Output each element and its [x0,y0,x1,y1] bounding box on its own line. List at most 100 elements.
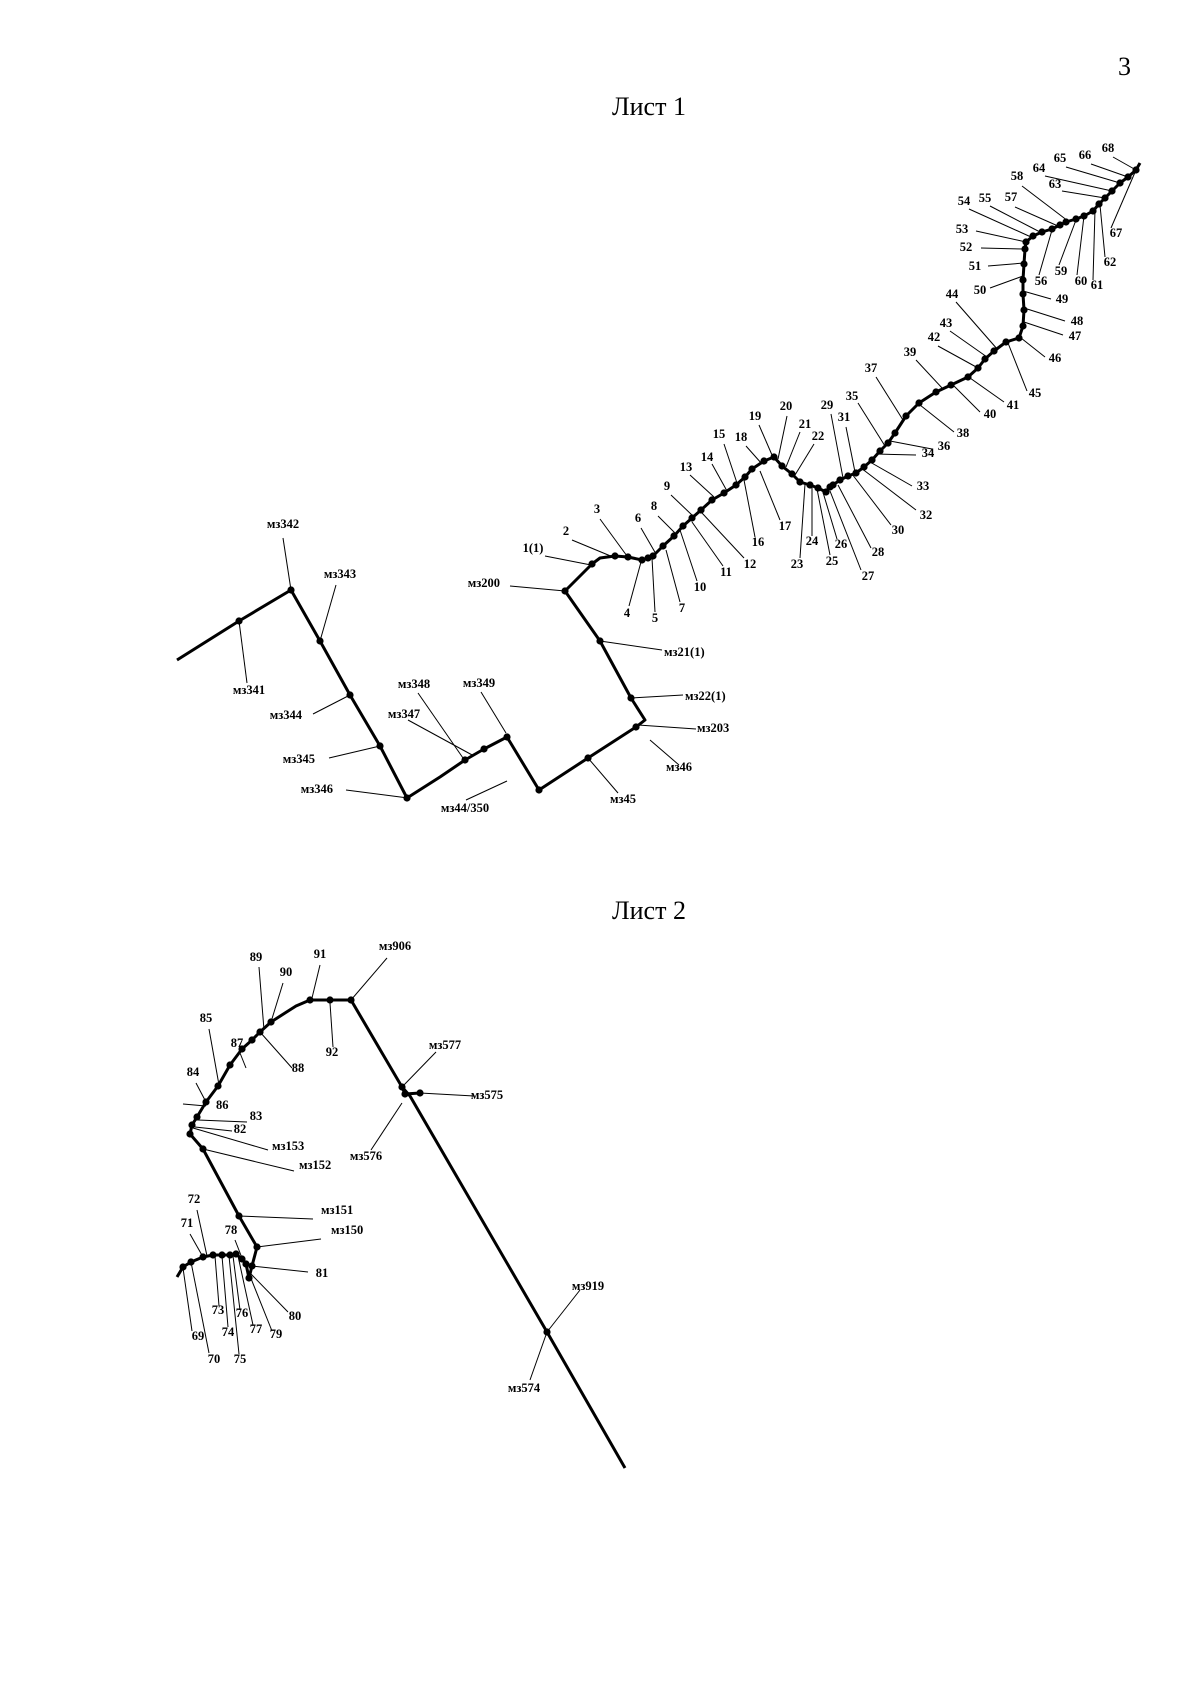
sheet1-node [627,694,635,702]
label-79: 79 [270,1327,283,1341]
leader-68 [1112,156,1137,171]
leader-29 [830,413,844,479]
label-92: 92 [326,1045,339,1059]
leader-91 [311,964,321,999]
sheet2-node [401,1090,409,1098]
leader-мз906 [350,957,388,1001]
label-58: 58 [1011,169,1024,183]
sheet2-node [199,1253,207,1261]
leader-18 [745,445,763,465]
leader-11 [691,521,724,567]
sheet1-node [760,457,768,465]
sheet1-node [561,587,569,595]
leader-12 [701,512,745,559]
label-52: 52 [960,240,973,254]
leader-61 [1092,209,1096,281]
label-11: 11 [720,565,732,579]
leader-40 [952,384,981,413]
label-71: 71 [181,1216,194,1230]
leader-17 [759,470,781,521]
sheet1-node [1029,232,1037,240]
leader-52 [980,247,1025,250]
label-13: 13 [680,460,693,474]
leader-85 [208,1028,220,1086]
sheet1-node [868,456,876,464]
label-81: 81 [316,1266,329,1280]
sheet1-node [624,553,632,561]
sheet2-labels: 6970717273747576777879808182838485868788… [181,939,604,1395]
leader-46 [1020,337,1046,358]
sheet1-node [1124,173,1132,181]
leader-78 [234,1239,243,1259]
leader-мз341 [238,620,248,684]
leader-39 [915,359,944,390]
label-21: 21 [799,417,812,431]
sheet2-node [398,1083,406,1091]
label-7: 7 [679,601,685,615]
page-number: 3 [1118,52,1131,81]
label-мз152: мз152 [299,1158,331,1172]
label-8: 8 [651,499,657,513]
sheet2-node [202,1098,210,1106]
leader-мз345 [328,745,381,759]
label-мз349: мз349 [463,676,495,690]
label-70: 70 [208,1352,221,1366]
label-48: 48 [1071,314,1084,328]
leader-67 [1110,169,1137,229]
label-мз343: мз343 [324,567,356,581]
leader-мз153 [192,1127,269,1151]
sheet1-node [844,472,852,480]
sheet1-node [1062,218,1070,226]
leader-8 [657,515,677,535]
label-51: 51 [969,259,982,273]
leader-27 [829,490,862,571]
leader-23 [799,483,806,559]
label-61: 61 [1091,278,1104,292]
leader-28 [837,484,872,549]
leader-45 [1007,342,1028,392]
sheet2-node [218,1251,226,1259]
sheet2-network-lines [175,998,627,1469]
label-5: 5 [652,611,658,625]
leader-41 [969,377,1005,403]
label-34: 34 [922,446,935,460]
label-мз347: мз347 [388,707,420,721]
label-85: 85 [200,1011,213,1025]
label-43: 43 [940,316,953,330]
label-36: 36 [938,439,951,453]
leader-25 [816,488,831,556]
label-86: 86 [216,1098,229,1112]
sheet1-node [1056,221,1064,229]
leader-мз575 [419,1092,475,1097]
leader-58 [1021,185,1069,222]
label-мз203: мз203 [697,721,729,735]
label-32: 32 [920,508,933,522]
leader-19 [758,424,773,456]
leader-1-1 [544,555,592,566]
sheet1-node [697,506,705,514]
label-27: 27 [862,569,875,583]
leader-мз574 [529,1331,548,1381]
leader-мз22-1 [630,694,684,699]
sheet1-node [720,489,728,497]
leader-49 [1022,290,1052,300]
leader-мз344 [312,694,351,715]
sheet2-node [188,1121,196,1129]
sheet2-node [543,1328,551,1336]
sheet1-node [732,481,740,489]
leader-56 [1038,229,1053,276]
leader-мз343 [319,584,337,642]
sheet1-line-1 [176,162,1142,800]
label-37: 37 [865,361,878,375]
sheet1-node [1019,276,1027,284]
leader-65 [1065,166,1121,184]
label-73: 73 [212,1303,225,1317]
leader-37 [875,376,904,421]
sheet1-node [649,552,657,560]
leader-мз347 [407,719,475,757]
label-88: 88 [292,1061,305,1075]
label-1-1: 1(1) [523,541,544,555]
label-74: 74 [222,1325,235,1339]
label-мз153: мз153 [272,1139,304,1153]
